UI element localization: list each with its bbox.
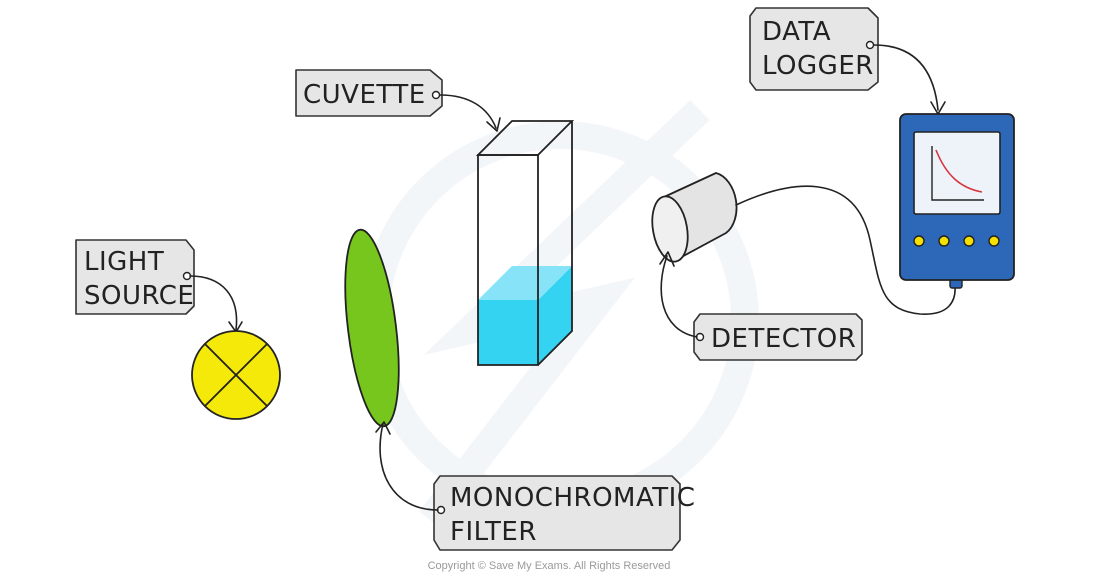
filter-arrow [379, 423, 439, 511]
filter-label-line1: MONOCHROMATIC [450, 483, 695, 513]
lamp-icon [191, 330, 281, 420]
filter-label-line2: FILTER [450, 517, 537, 547]
cuvette-icon [475, 120, 575, 366]
detector-arrowhead [659, 251, 675, 267]
detector-cable [735, 185, 956, 315]
filter-arrowhead [375, 421, 391, 435]
data-logger-arrow [873, 44, 939, 111]
light-source-arrow [189, 275, 238, 331]
cuvette-arrow [439, 94, 497, 129]
monochromatic-filter-icon [344, 228, 400, 428]
filter-label: MONOCHROMATIC FILTER [433, 475, 695, 551]
cuvette-arrowhead [486, 117, 501, 132]
detector-label: DETECTOR [693, 313, 863, 361]
data-logger-label-line2: LOGGER [762, 51, 874, 81]
detector-icon [651, 172, 738, 263]
cuvette-label: CUVETTE [295, 69, 443, 117]
data-logger-label: DATA LOGGER [749, 7, 879, 91]
copyright-text: Copyright © Save My Exams. All Rights Re… [428, 560, 671, 572]
data-logger-label-line1: DATA [762, 17, 831, 47]
detector-label-text: DETECTOR [711, 324, 856, 354]
light-source-label-line2: SOURCE [84, 281, 194, 311]
data-logger-icon [899, 113, 1015, 289]
light-source-label: LIGHT SOURCE [75, 239, 195, 315]
cuvette-label-text: CUVETTE [303, 80, 426, 110]
light-source-label-line1: LIGHT [84, 247, 164, 277]
detector-arrow [660, 255, 698, 338]
